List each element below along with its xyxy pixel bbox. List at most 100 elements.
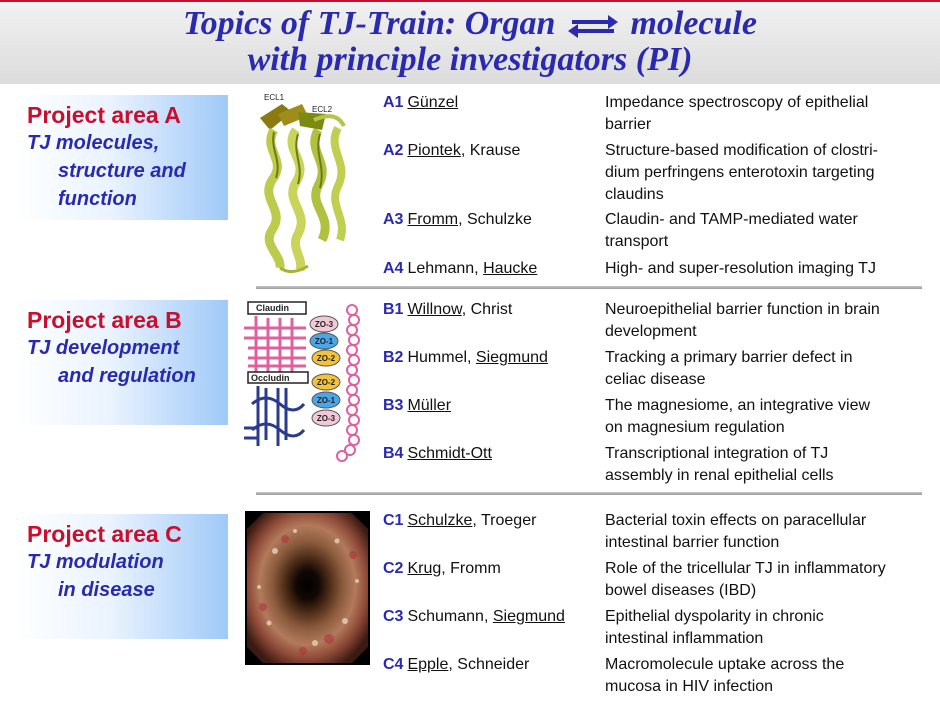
description-line: bowel diseases (IBD) bbox=[605, 582, 757, 599]
zo2-label: ZO-2 bbox=[317, 354, 336, 363]
project-code: B1 bbox=[383, 301, 404, 318]
project-a1-description: Impedance spectroscopy of epithelial barr… bbox=[605, 92, 935, 136]
title-banner: Topics of TJ-Train: Organ molecule with … bbox=[0, 0, 940, 84]
description-line: mucosa in HIV infection bbox=[605, 678, 774, 695]
area-b-subtitle: TJ development and regulation bbox=[27, 334, 228, 390]
pi-name: Siegmund bbox=[492, 608, 565, 625]
pi-name: Lehmann bbox=[407, 260, 475, 277]
project-a3-description: Claudin- and TAMP-mediated water transpor… bbox=[605, 209, 935, 253]
tight-junction-diagram: Claudin Occludin ZO-3 ZO-1 ZO-2 ZO-2 ZO-… bbox=[244, 301, 360, 462]
description-line: Transcriptional integration of TJ bbox=[605, 445, 829, 462]
project-b3-description: The magnesiome, an integrative view on ma… bbox=[605, 395, 935, 439]
zo1-label: ZO-1 bbox=[315, 337, 334, 346]
project-code: C3 bbox=[383, 608, 404, 625]
project-area-a-box: Project area A TJ molecules, structure a… bbox=[15, 95, 228, 220]
area-b-subtitle-line: and regulation bbox=[58, 365, 196, 387]
project-a4-description: High- and super-resolution imaging TJ bbox=[605, 258, 935, 280]
project-area-c-box: Project area C TJ modulation in disease bbox=[15, 514, 228, 639]
pi-name: Schneider bbox=[457, 656, 530, 673]
section-divider bbox=[256, 492, 922, 495]
occludin-label: Occludin bbox=[251, 373, 290, 383]
zo3-label: ZO-3 bbox=[315, 320, 334, 329]
area-c-subtitle: TJ modulation in disease bbox=[27, 548, 228, 604]
description-line: Tracking a primary barrier defect in bbox=[605, 349, 853, 366]
bidirectional-arrows-icon bbox=[567, 15, 618, 39]
ecl2-label: ECL2 bbox=[312, 105, 333, 114]
pi-name: Schmidt-Ott bbox=[407, 445, 492, 462]
description-line: assembly in renal epithelial cells bbox=[605, 467, 834, 484]
description-line: development bbox=[605, 323, 697, 340]
project-code: C1 bbox=[383, 512, 404, 529]
description-line: celiac disease bbox=[605, 371, 706, 388]
zo3-label: ZO-3 bbox=[317, 414, 336, 423]
claudin-label: Claudin bbox=[256, 303, 289, 313]
project-code: B4 bbox=[383, 445, 404, 462]
pi-name: Piontek bbox=[407, 142, 461, 159]
pi-name: Krug bbox=[407, 560, 442, 577]
description-line: on magnesium regulation bbox=[605, 419, 785, 436]
pi-name: Günzel bbox=[407, 94, 459, 111]
description-line: intestinal inflammation bbox=[605, 630, 764, 647]
area-a-subtitle-line: function bbox=[58, 188, 137, 210]
pi-name: Müller bbox=[407, 397, 452, 414]
pi-name: Fromm bbox=[407, 211, 459, 228]
area-a-subtitle-line: TJ molecules, bbox=[27, 132, 160, 154]
area-c-subtitle-line: TJ modulation bbox=[27, 551, 164, 573]
pi-name: Krause bbox=[469, 142, 521, 159]
project-code: A4 bbox=[383, 260, 404, 277]
pi-name: Christ bbox=[470, 301, 513, 318]
description-line: Claudin- and TAMP-mediated water bbox=[605, 211, 858, 228]
pi-name: Haucke bbox=[483, 260, 538, 277]
claudin-protein-structure-image: ECL1 ECL2 bbox=[260, 93, 346, 273]
pi-name: Epple bbox=[407, 656, 449, 673]
project-code: C4 bbox=[383, 656, 404, 673]
description-line: Macromolecule uptake across the bbox=[605, 656, 845, 673]
project-code: C2 bbox=[383, 560, 404, 577]
title-molecule: molecule bbox=[630, 5, 757, 42]
pi-name: Troeger bbox=[480, 512, 537, 529]
description-line: Structure-based modification of clostri- bbox=[605, 142, 878, 159]
area-a-subtitle-line: structure and bbox=[58, 160, 186, 182]
zo2-label: ZO-2 bbox=[317, 378, 336, 387]
zo1-label: ZO-1 bbox=[317, 396, 336, 405]
project-code: A2 bbox=[383, 142, 404, 159]
area-c-title: Project area C bbox=[27, 521, 182, 547]
pi-name: Fromm bbox=[450, 560, 501, 577]
project-b1-description: Neuroepithelial barrier function in brai… bbox=[605, 299, 935, 343]
pi-name: Schulzke bbox=[407, 512, 473, 529]
description-line: dium perfringens enterotoxin targeting bbox=[605, 164, 875, 181]
area-a-subtitle: TJ molecules, structure and function bbox=[27, 129, 228, 213]
pi-name: Schumann bbox=[407, 608, 484, 625]
ecl1-label: ECL1 bbox=[264, 93, 285, 102]
title-organ: Topics of TJ-Train: Organ bbox=[183, 5, 556, 42]
description-line: Role of the tricellular TJ in inflammato… bbox=[605, 560, 886, 577]
description-line: claudins bbox=[605, 186, 664, 203]
area-b-subtitle-line: TJ development bbox=[27, 337, 180, 359]
area-a-title: Project area A bbox=[27, 102, 181, 128]
project-c4-description: Macromolecule uptake across the mucosa in… bbox=[605, 654, 935, 698]
description-line: Impedance spectroscopy of epithelial bbox=[605, 94, 869, 111]
project-area-b-box: Project area B TJ development and regula… bbox=[15, 300, 228, 425]
project-b4-description: Transcriptional integration of TJ assembl… bbox=[605, 443, 935, 487]
description-line: The magnesiome, an integrative view bbox=[605, 397, 871, 414]
description-line: Epithelial dyspolarity in chronic bbox=[605, 608, 824, 625]
description-line: barrier bbox=[605, 116, 652, 133]
description-line: transport bbox=[605, 233, 669, 250]
project-code: A3 bbox=[383, 211, 404, 228]
project-c3-description: Epithelial dyspolarity in chronic intesti… bbox=[605, 606, 935, 650]
section-divider bbox=[256, 286, 922, 289]
description-line: Bacterial toxin effects on paracellular bbox=[605, 512, 867, 529]
project-code: A1 bbox=[383, 94, 404, 111]
area-c-subtitle-line: in disease bbox=[58, 579, 155, 601]
description-line: Neuroepithelial barrier function in brai… bbox=[605, 301, 880, 318]
project-code: B3 bbox=[383, 397, 404, 414]
